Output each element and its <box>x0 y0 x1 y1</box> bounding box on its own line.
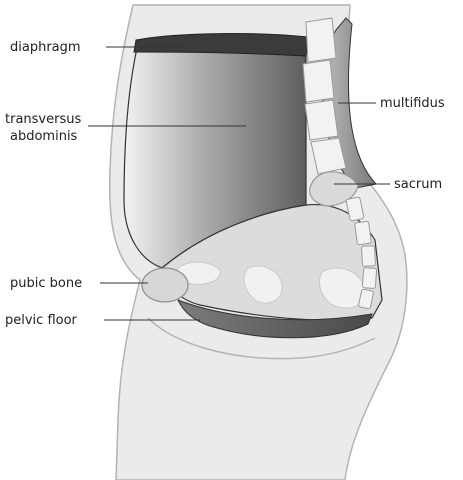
label-multifidus: multifidus <box>380 96 445 111</box>
vertebra <box>305 100 338 140</box>
vertebra <box>306 18 336 62</box>
label-abdominis: abdominis <box>10 129 78 144</box>
label-pelvic-floor: pelvic floor <box>5 313 78 328</box>
label-diaphragm: diaphragm <box>10 40 81 55</box>
pubic-bone <box>142 268 188 302</box>
label-sacrum: sacrum <box>394 177 442 192</box>
label-pubic-bone: pubic bone <box>10 276 82 291</box>
coccyx-segment <box>355 221 372 245</box>
coccyx-segment <box>361 246 375 267</box>
coccyx-segment <box>362 268 376 289</box>
vertebra <box>303 60 334 102</box>
label-transversus: transversus <box>5 112 81 127</box>
